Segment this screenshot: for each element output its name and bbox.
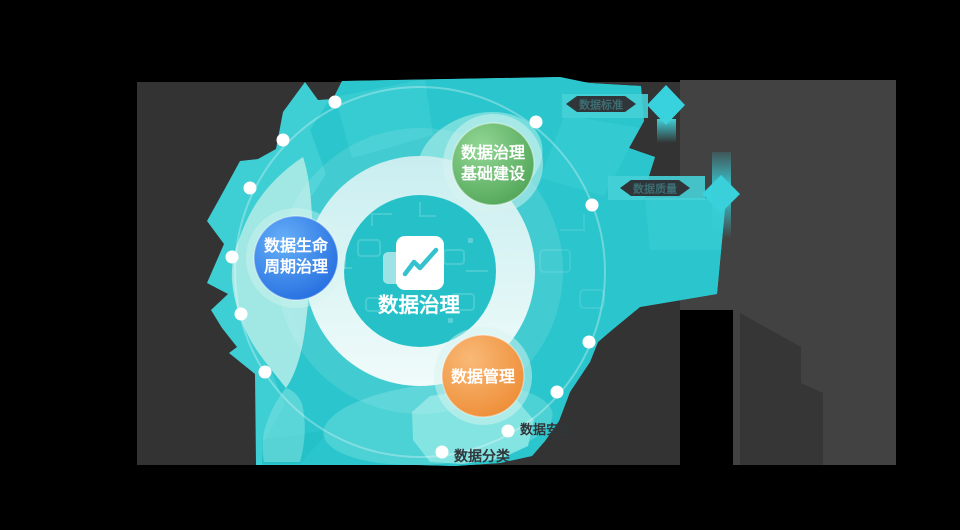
orbit-dot xyxy=(435,445,449,459)
line-chart-document-icon xyxy=(383,236,444,290)
orbit-dot xyxy=(585,198,599,212)
bubble-orange: 数据管理 xyxy=(434,327,532,425)
ribbon-top-label: 数据标准 xyxy=(579,98,623,112)
bubble-green-line2: 基础建设 xyxy=(460,164,526,183)
background-panel-right xyxy=(680,80,896,465)
orbit-dot xyxy=(243,181,257,195)
ribbon-middle: 数据质量 xyxy=(608,152,740,238)
orbit-ring xyxy=(234,86,606,458)
orbit-dot xyxy=(234,307,248,321)
ribbon-middle-label: 数据质量 xyxy=(633,182,677,196)
orbit-dot xyxy=(582,335,596,349)
orbit-dot xyxy=(501,424,515,438)
bubble-blue-line1: 数据生命 xyxy=(264,236,329,255)
orbit-dots xyxy=(225,95,599,459)
background-shape xyxy=(740,313,823,465)
orbit-dot xyxy=(550,385,564,399)
orbit-dot xyxy=(529,115,543,129)
ribbon-top: 数据标准 xyxy=(562,85,685,143)
bubble-blue-line2: 周期治理 xyxy=(264,257,328,276)
bubble-green-line1: 数据治理 xyxy=(461,143,525,162)
orbit-dot xyxy=(258,365,272,379)
orbit-dot xyxy=(225,250,239,264)
floating-label-lower: 数据分类 xyxy=(454,448,511,464)
orbit-dot xyxy=(276,133,290,147)
center-label: 数据治理 xyxy=(378,293,460,317)
floating-label-upper: 数据安全 xyxy=(520,422,573,437)
bubble-orange-label: 数据管理 xyxy=(451,367,515,386)
bubble-green: 数据治理 基础建设 xyxy=(443,114,543,214)
bubble-blue: 数据生命 周期治理 xyxy=(246,208,346,308)
orbit-dot xyxy=(328,95,342,109)
